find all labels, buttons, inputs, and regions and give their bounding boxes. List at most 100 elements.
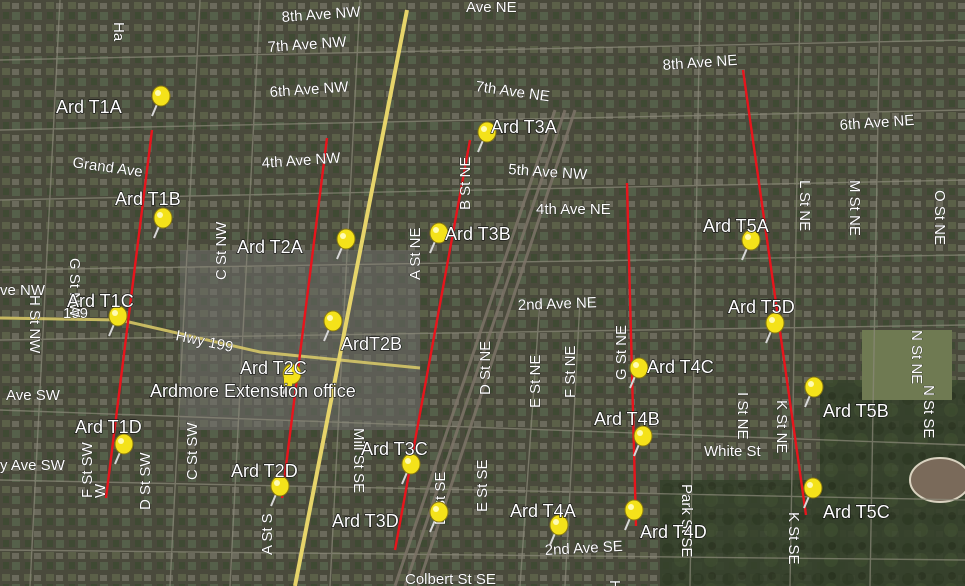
pushpin-icon[interactable] xyxy=(629,357,649,389)
pushpin-icon[interactable] xyxy=(624,499,644,531)
marker-label-ard-t1c[interactable]: Ard T1C xyxy=(66,290,134,311)
street-label-8th-ave-ne: 8th Ave NE xyxy=(662,52,738,74)
street-label-c-st-nw: C St NW xyxy=(213,221,230,280)
pushpin-icon[interactable] xyxy=(153,207,173,239)
street-label-ave-ne: Ave NE xyxy=(466,0,517,16)
street-label-m-st-ne: M St NE xyxy=(846,180,863,236)
marker-label-ard-t2c[interactable]: Ard T2C xyxy=(239,357,307,378)
pushpin-icon[interactable] xyxy=(114,433,134,465)
pushpin-icon[interactable] xyxy=(803,477,823,509)
street-label-f-st-sw: F St SW xyxy=(79,441,96,498)
street-label-g-st-ne: G St NE xyxy=(613,325,630,380)
marker-label-ard-t5a[interactable]: Ard T5A xyxy=(702,215,769,236)
street-label-b-st-ne: B St NE xyxy=(457,157,474,210)
street-label-d-st-ne: D St NE xyxy=(477,341,494,395)
marker-label-ard-t3a[interactable]: Ard T3A xyxy=(490,116,557,137)
street-label-e-st-ne: E St NE xyxy=(527,355,544,408)
pushpin-icon[interactable] xyxy=(633,425,653,457)
marker-label-ard-t4a[interactable]: Ard T4A xyxy=(509,500,576,521)
marker-label-ard-t5d[interactable]: Ard T5D xyxy=(727,296,795,317)
marker-label-ard-t2a[interactable]: Ard T2A xyxy=(236,236,303,257)
street-label-ve-nw: ve NW xyxy=(0,282,46,299)
street-label-6th-ave-nw: 6th Ave NW xyxy=(269,78,350,101)
marker-label-ard-t3d[interactable]: Ard T3D xyxy=(331,510,399,531)
marker-label-ard-t3c[interactable]: Ard T3C xyxy=(360,438,428,459)
pushpin-icon[interactable] xyxy=(741,229,761,261)
transect-line-t1 xyxy=(104,129,154,499)
street-label-white-st: White St xyxy=(704,443,762,460)
street-label-ave-sw: Ave SW xyxy=(6,387,61,404)
marker-label-ard-t4d[interactable]: Ard T4D xyxy=(639,521,707,542)
hwy-199-road xyxy=(0,316,421,370)
street-label-e-st-se: E St SE xyxy=(474,459,491,512)
marker-label-ard-t3b[interactable]: Ard T3B xyxy=(444,223,511,244)
marker-layer: Ard T1A Ard T1B Ard T1C Ard T1D Ard T2A ArdT2… xyxy=(55,85,890,546)
marker-label-ardt2b[interactable]: ArdT2B xyxy=(340,333,402,354)
marker-label-ard-t1d[interactable]: Ard T1D xyxy=(74,416,142,437)
street-label-park-st-se: Park St SE xyxy=(678,484,695,557)
street-label-c-st-sw: C St SW xyxy=(184,422,201,480)
pushpin-icon[interactable] xyxy=(429,501,449,533)
street-label-mill-st-se: Mill St SE xyxy=(350,428,367,493)
pushpin-icon[interactable] xyxy=(323,310,343,342)
pushpin-icon[interactable] xyxy=(429,222,449,254)
street-label-8th-ave-nw: 8th Ave NW xyxy=(281,3,362,26)
street-label-n-st-ne: N St NE xyxy=(908,330,925,384)
marker-label-ard-t1b[interactable]: Ard T1B xyxy=(114,188,181,209)
street-label-5th-ave-nw: 5th Ave NW xyxy=(508,161,589,184)
transect-line-t2 xyxy=(280,137,329,499)
street-label-h: H xyxy=(606,580,623,586)
street-label-ha: Ha xyxy=(110,22,127,42)
street-label-4th-ave-nw: 4th Ave NW xyxy=(261,149,342,172)
marker-label-ard-t2d[interactable]: Ard T2D xyxy=(230,460,298,481)
street-label-colbert-st-se: Colbert St SE xyxy=(405,571,496,586)
marker-label-ard-t4c[interactable]: Ard T4C xyxy=(646,356,714,377)
north-south-highway xyxy=(293,9,409,586)
transect-line-t5 xyxy=(741,69,808,516)
pushpin-icon[interactable] xyxy=(549,514,569,546)
street-label-a-st-s: A St S xyxy=(259,513,276,555)
marker-label-ardmore-extenstion-office[interactable]: Ardmore Extenstion office xyxy=(149,380,356,401)
street-label-2nd-ave-se: 2nd Ave SE xyxy=(544,538,623,559)
street-label-h-st-nw: H St NW xyxy=(26,295,43,354)
pushpin-icon[interactable] xyxy=(477,121,497,153)
marker-label-ard-t4b[interactable]: Ard T4B xyxy=(593,408,660,429)
office-marker-icon[interactable] xyxy=(284,378,292,386)
pushpin-icon[interactable] xyxy=(270,475,290,507)
transect-line-t4 xyxy=(625,182,638,527)
street-label-2nd-ave-ne: 2nd Ave NE xyxy=(518,294,597,314)
street-label-6th-ave-ne: 6th Ave NE xyxy=(839,112,915,134)
street-label-o-st-ne: O St NE xyxy=(931,190,948,245)
street-label-n-st-se: N St SE xyxy=(920,385,937,438)
street-label-l-st-ne: L St NE xyxy=(796,180,813,231)
street-label-g-st-nw: G St NW xyxy=(66,258,83,318)
pushpin-icon[interactable] xyxy=(804,376,824,408)
street-label-199: 199 xyxy=(63,305,88,322)
street-label-d-st-sw: D St SW xyxy=(137,452,154,510)
street-label-a-st-ne: A St NE xyxy=(407,227,424,280)
highways xyxy=(0,9,421,586)
street-label-7th-ave-nw: 7th Ave NW xyxy=(267,33,348,56)
street-label-4th-ave-ne: 4th Ave NE xyxy=(536,201,611,218)
street-label-k-st-se: K St SE xyxy=(785,512,802,565)
street-label-f-st-ne: F St NE xyxy=(562,345,579,398)
sports-field xyxy=(862,330,952,400)
pushpin-icon[interactable] xyxy=(151,85,171,117)
pushpin-icon[interactable] xyxy=(108,305,128,337)
downtown-area xyxy=(180,250,420,430)
street-label-k-st-ne: K St NE xyxy=(773,400,790,453)
pushpin-icon[interactable] xyxy=(336,228,356,260)
marker-label-ard-t5b[interactable]: Ard T5B xyxy=(822,400,889,421)
transect-line-t3 xyxy=(393,139,472,551)
pushpin-icon[interactable] xyxy=(765,312,785,344)
marker-label-ard-t1a[interactable]: Ard T1A xyxy=(55,96,122,117)
pushpin-icon[interactable] xyxy=(401,453,421,485)
track-oval xyxy=(909,457,965,503)
transect-layer xyxy=(104,69,808,551)
street-label-y-ave-sw: y Ave SW xyxy=(0,457,66,474)
marker-label-ard-t5c[interactable]: Ard T5C xyxy=(822,501,890,522)
